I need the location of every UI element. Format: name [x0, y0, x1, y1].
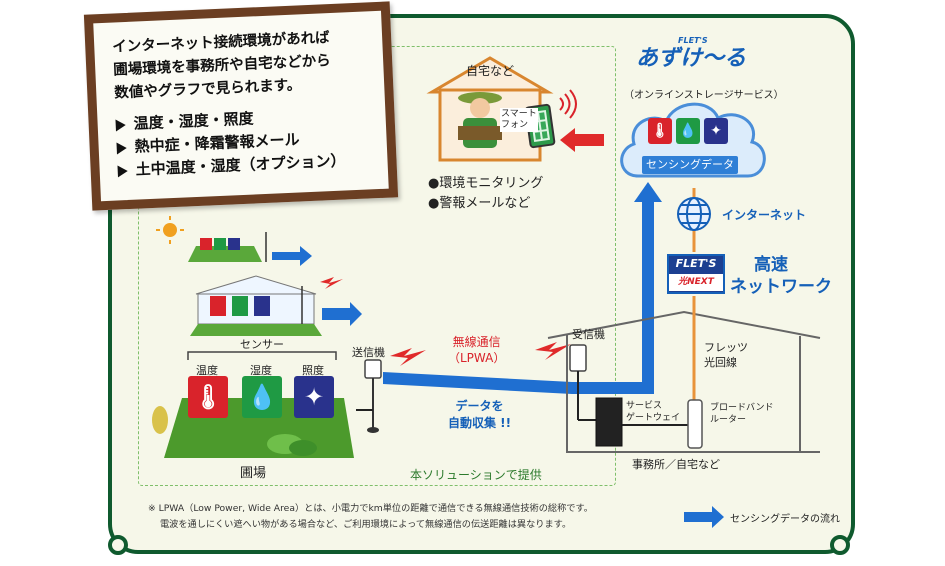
- smartphone-label-line-1: スマート: [501, 109, 537, 119]
- legend-label: センシングデータの流れ: [730, 514, 840, 525]
- sparkle-icon: ✦: [294, 376, 334, 418]
- receiver-device: [569, 344, 598, 421]
- droplet-icon: 💧: [242, 376, 282, 418]
- home-title: 自宅など: [466, 64, 515, 78]
- triangle-bullet-icon: [117, 164, 128, 177]
- wireless-label-line-2: （LPWA）: [448, 351, 506, 365]
- wireless-bolt-icon: [320, 277, 571, 366]
- thermometer-icon: 🌡: [648, 118, 672, 144]
- wireless-label: 無線通信 （LPWA）: [448, 334, 505, 366]
- transmitter-device: [356, 359, 382, 433]
- thermometer-icon: 🌡: [188, 376, 228, 418]
- droplet-icon: 💧: [676, 118, 700, 144]
- sensor-caption: センサー: [240, 338, 284, 351]
- router-device: [687, 399, 703, 449]
- gateway-label-line-2: ゲートウェイ: [626, 413, 681, 423]
- cloud-brand-small: FLET'S: [678, 36, 708, 45]
- farmer-illustration: [458, 92, 502, 148]
- router-label-line-2: ルーター: [710, 415, 747, 425]
- fiber-label-line-1: フレッツ: [704, 341, 748, 354]
- phone-signal-icon: [559, 89, 577, 119]
- frame-corner-bottom-left: [108, 535, 128, 555]
- flets-hikari-logo-bottom: 光NEXT: [669, 274, 723, 291]
- greenhouse-illustration: [190, 275, 322, 336]
- data-flow-arrow: [383, 182, 662, 394]
- transmitter-label: 送信機: [352, 346, 385, 359]
- receiver-label: 受信機: [572, 328, 605, 341]
- triangle-bullet-icon: [115, 118, 126, 131]
- office-house: [547, 310, 821, 453]
- field-arrow-1: [272, 246, 312, 266]
- legend-arrow: [684, 506, 724, 528]
- sensor-bracket: [187, 351, 337, 360]
- router-label-line-1: ブロードバンド: [710, 403, 774, 413]
- flets-hikari-logo-top: FLET'S: [675, 257, 717, 270]
- gateway-device: [595, 397, 623, 447]
- fiber-label-line-2: 光回線: [704, 356, 737, 369]
- smartphone-label: スマート フォン: [500, 108, 538, 132]
- router-label: ブロードバンド ルーター: [710, 402, 773, 426]
- footnote-line-1: ※ LPWA（Low Power, Wide Area）とは、小電力でkm単位の…: [148, 503, 593, 514]
- smartphone-label-line-2: フォン: [501, 120, 529, 130]
- network-title: 高速 ネットワーク: [730, 254, 832, 298]
- cloud-to-home-arrow: [560, 128, 604, 152]
- sensor-label-light: 照度: [302, 364, 324, 377]
- network-title-line-2: ネットワーク: [730, 277, 832, 297]
- wireless-label-line-1: 無線通信: [452, 335, 501, 349]
- feature-list: 温度・湿度・照度 熱中症・降霜警報メール 土中温度・湿度（オプション）: [115, 102, 372, 182]
- cloud-subtitle: （オンラインストレージサービス）: [624, 90, 784, 101]
- sensor-label-temp: 温度: [196, 364, 218, 377]
- mini-sensors-1: [200, 238, 240, 250]
- solution-label: 本ソリューションで提供: [410, 468, 542, 482]
- footnote-line-2: 電波を通しにくい遮へい物がある場合など、ご利用環境によって無線通信の伝送距離は異…: [160, 519, 572, 530]
- field-caption: 圃場: [240, 466, 267, 481]
- gateway-label: サービス ゲートウェイ: [626, 400, 680, 424]
- intro-note: インターネット接続環境があれば 圃場環境を事務所や自宅などから 数値やグラフで見…: [83, 1, 399, 211]
- vegetables-illustration: [152, 406, 317, 456]
- cloud-caption: センシングデータ: [642, 156, 738, 174]
- sun-icon: [156, 216, 184, 244]
- globe-icon: [677, 197, 711, 231]
- frame-corner-bottom-right: [830, 535, 850, 555]
- flets-hikari-logo: FLET'S 光NEXT: [667, 254, 725, 294]
- home-feature-1: ●環境モニタリング: [428, 176, 544, 191]
- triangle-bullet-icon: [116, 141, 127, 154]
- sensor-label-humidity: 湿度: [250, 364, 272, 377]
- auto-collect-line-2: 自動収集 !!: [448, 416, 512, 430]
- office-caption: 事務所／自宅など: [632, 458, 720, 471]
- gateway-label-line-1: サービス: [626, 401, 663, 411]
- internet-label: インターネット: [722, 208, 807, 222]
- auto-collect-line-1: データを: [455, 399, 504, 413]
- sparkle-icon: ✦: [704, 118, 728, 144]
- home-feature-2: ●警報メールなど: [428, 196, 531, 211]
- auto-collect-label: データを 自動収集 !!: [448, 398, 511, 432]
- cloud-brand: あずけ～る: [636, 46, 747, 71]
- network-title-line-1: 高速: [754, 255, 788, 275]
- fiber-label: フレッツ 光回線: [704, 340, 748, 370]
- field-arrow-2: [322, 302, 362, 326]
